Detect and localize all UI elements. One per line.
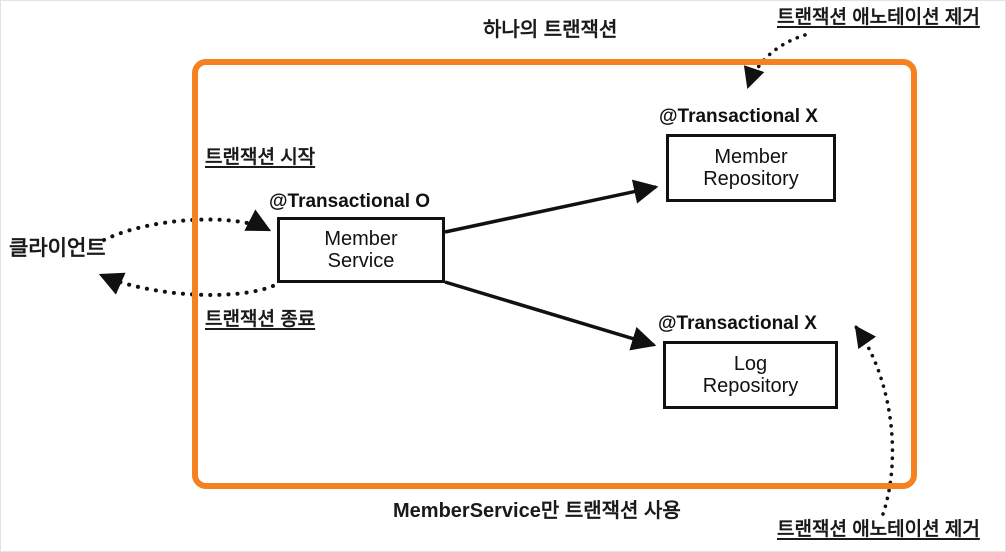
diagram-title: 하나의 트랜잭션 bbox=[483, 19, 618, 41]
edge-service-to-log-repository bbox=[444, 280, 657, 351]
pointer-annotation-top bbox=[743, 33, 807, 90]
client-label: 클라이언트 bbox=[9, 237, 106, 260]
node-log-repository-line1: Log bbox=[733, 352, 768, 375]
label-transaction-end: 트랜잭션 종료 bbox=[205, 309, 316, 330]
edge-service-to-member-repository bbox=[444, 179, 659, 234]
label-transaction-begin: 트랜잭션 시작 bbox=[205, 147, 316, 168]
node-member-service-line1: Member bbox=[324, 227, 398, 250]
edge-service-to-client-response bbox=[98, 272, 275, 297]
label-annotation-remove-top: 트랜잭션 애노테이션 제거 bbox=[777, 7, 980, 28]
label-annotation-remove-bottom: 트랜잭션 애노테이션 제거 bbox=[777, 519, 980, 540]
node-member-service-line2: Service bbox=[327, 250, 395, 272]
node-member-repository[interactable]: Member Repository bbox=[666, 134, 836, 202]
node-log-repository-line2: Repository bbox=[702, 375, 799, 397]
tag-member-repository: @Transactional X bbox=[659, 106, 818, 127]
diagram-footer: MemberService만 트랜잭션 사용 bbox=[393, 500, 681, 522]
tag-member-service: @Transactional O bbox=[269, 191, 431, 212]
node-member-repository-line1: Member bbox=[714, 145, 788, 168]
tag-log-repository: @Transactional X bbox=[658, 313, 817, 334]
pointer-annotation-bottom bbox=[854, 325, 895, 516]
node-member-service[interactable]: Member Service bbox=[277, 217, 445, 283]
edge-client-to-service-request bbox=[102, 209, 272, 242]
node-member-repository-line2: Repository bbox=[703, 168, 799, 190]
node-log-repository[interactable]: Log Repository bbox=[663, 341, 838, 409]
transaction-boundary bbox=[192, 59, 917, 489]
